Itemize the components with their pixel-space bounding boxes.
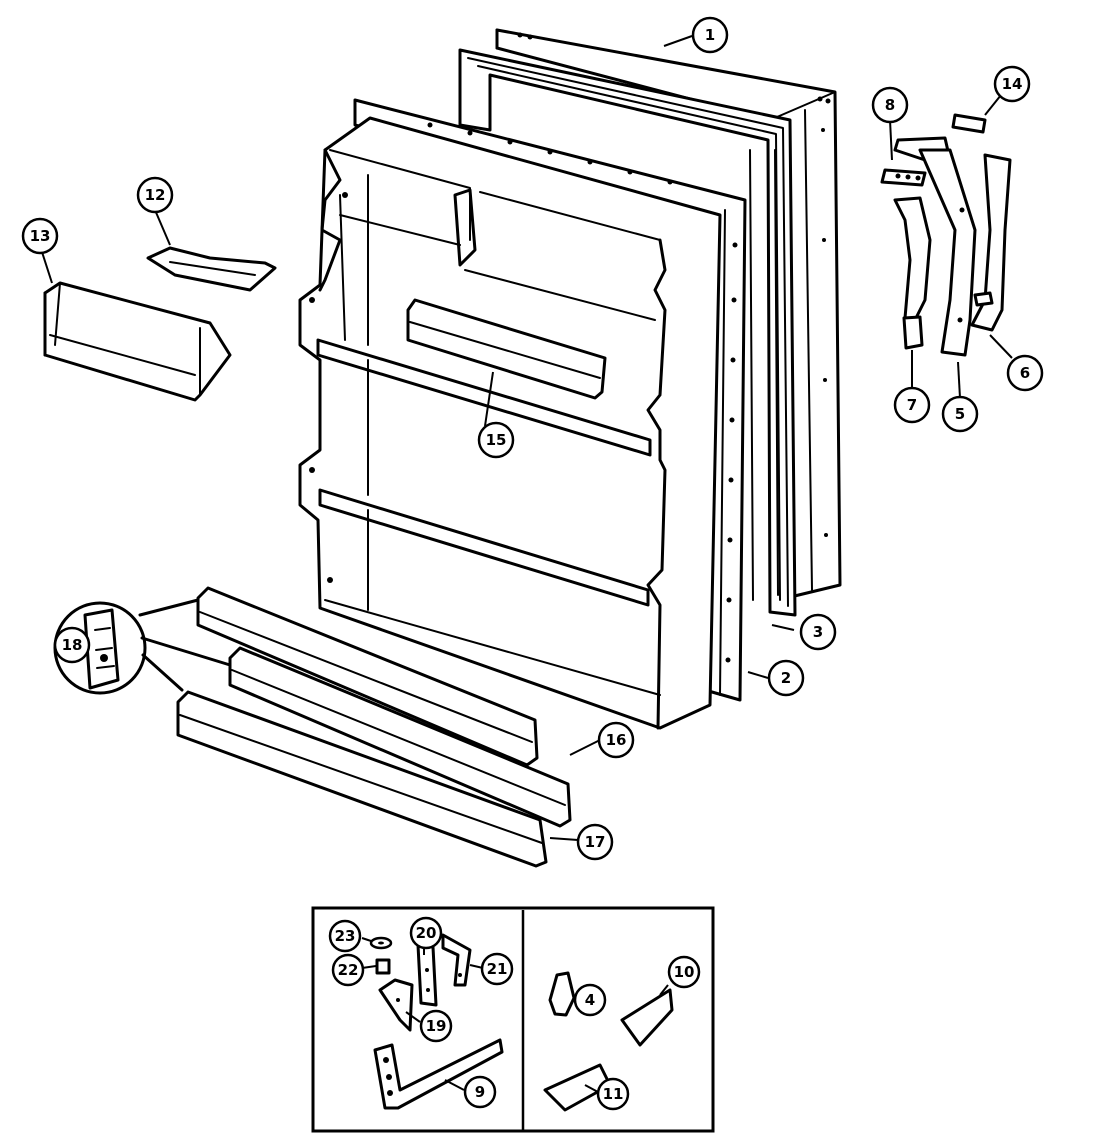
svg-text:22: 22 [338,961,359,979]
handle-end [893,196,932,350]
svg-text:15: 15 [486,431,507,449]
svg-text:13: 13 [30,227,51,245]
callout-9: 9 [463,1075,497,1109]
callout-8: 8 [871,86,909,124]
svg-text:3: 3 [813,623,823,641]
callout-22: 22 [331,953,365,987]
hinge-plug [951,113,987,134]
svg-text:6: 6 [1020,364,1030,382]
callout-10: 10 [667,955,701,989]
svg-text:8: 8 [885,96,895,114]
door-gasket [458,48,797,617]
svg-text:17: 17 [585,833,606,851]
callout-6: 6 [1006,354,1044,392]
callout-20: 20 [409,916,443,950]
callout-7: 7 [893,386,931,424]
svg-text:18: 18 [62,636,83,654]
dairy-door [146,246,277,292]
door-bars [196,586,572,828]
callout-2: 2 [767,659,805,697]
svg-text:2: 2 [781,669,791,687]
callout-21: 21 [480,952,514,986]
callout-18: 18 [53,626,91,664]
svg-text:19: 19 [426,1017,447,1035]
callout-4: 4 [573,983,607,1017]
svg-text:14: 14 [1002,75,1023,93]
callout-5: 5 [941,395,979,433]
lower-bar [176,690,548,868]
svg-text:20: 20 [416,924,437,942]
callout-14: 14 [993,65,1031,103]
callout-1: 1 [691,16,729,54]
svg-text:11: 11 [603,1085,624,1103]
door-liner [298,116,722,730]
svg-text:4: 4 [585,991,595,1009]
callout-15: 15 [477,421,515,459]
callout-13: 13 [21,217,59,255]
callout-12: 12 [136,176,174,214]
callout-19: 19 [419,1009,453,1043]
dairy-compartment [43,281,232,402]
svg-text:9: 9 [475,1083,485,1101]
shelf-rail [406,298,607,400]
svg-text:21: 21 [487,960,508,978]
handle-insert [970,153,1012,332]
svg-text:12: 12 [145,186,166,204]
hardware-inset [311,906,715,1133]
callout-11: 11 [596,1077,630,1111]
handle-body [918,148,977,357]
svg-text:1: 1 [705,26,715,44]
svg-text:7: 7 [907,396,917,414]
callout-23: 23 [328,919,362,953]
leader-lines [41,35,1013,1093]
svg-text:10: 10 [674,963,695,981]
callout-3: 3 [799,613,837,651]
svg-text:16: 16 [606,731,627,749]
svg-text:23: 23 [335,927,356,945]
callout-16: 16 [597,721,635,759]
callout-17: 17 [576,823,614,861]
svg-text:5: 5 [955,405,965,423]
